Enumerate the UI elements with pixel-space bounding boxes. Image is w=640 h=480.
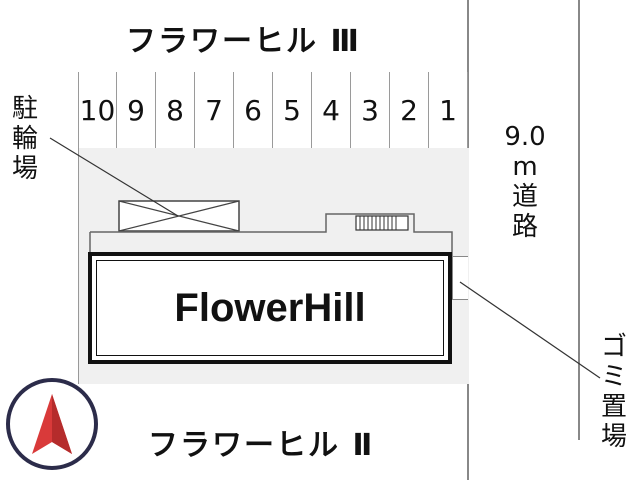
bicycle-parking-box: [118, 200, 240, 232]
garbage-area-label: ゴ ミ 置 場: [600, 332, 627, 452]
parking-slot: 6: [234, 72, 273, 148]
building-outline: [89, 213, 453, 266]
building-south-label: フラワーヒル Ⅱ: [148, 428, 375, 463]
main-building-label: FlowerHill: [174, 285, 366, 330]
road-edge-right: [578, 0, 580, 440]
parking-slot: 10: [78, 72, 117, 148]
stairs-icon: [359, 216, 397, 230]
parking-slot: 5: [273, 72, 312, 148]
parking-slot: 7: [195, 72, 234, 148]
north-arrow-icon: [32, 394, 72, 454]
parking-slot: 9: [117, 72, 156, 148]
parking-slot: 2: [390, 72, 429, 148]
parking-slot: 4: [312, 72, 351, 148]
garbage-box: [452, 256, 468, 300]
bicycle-parking-label: 駐 輪 場: [11, 94, 38, 184]
road-label: 9.0 m 道 路: [504, 122, 546, 242]
parking-slot: 1: [429, 72, 468, 148]
parking-slot: 3: [351, 72, 390, 148]
compass: [6, 378, 98, 470]
main-building: FlowerHill: [88, 252, 452, 364]
parking-slot: 8: [156, 72, 195, 148]
building-north-label: フラワーヒル Ⅲ: [126, 24, 361, 59]
